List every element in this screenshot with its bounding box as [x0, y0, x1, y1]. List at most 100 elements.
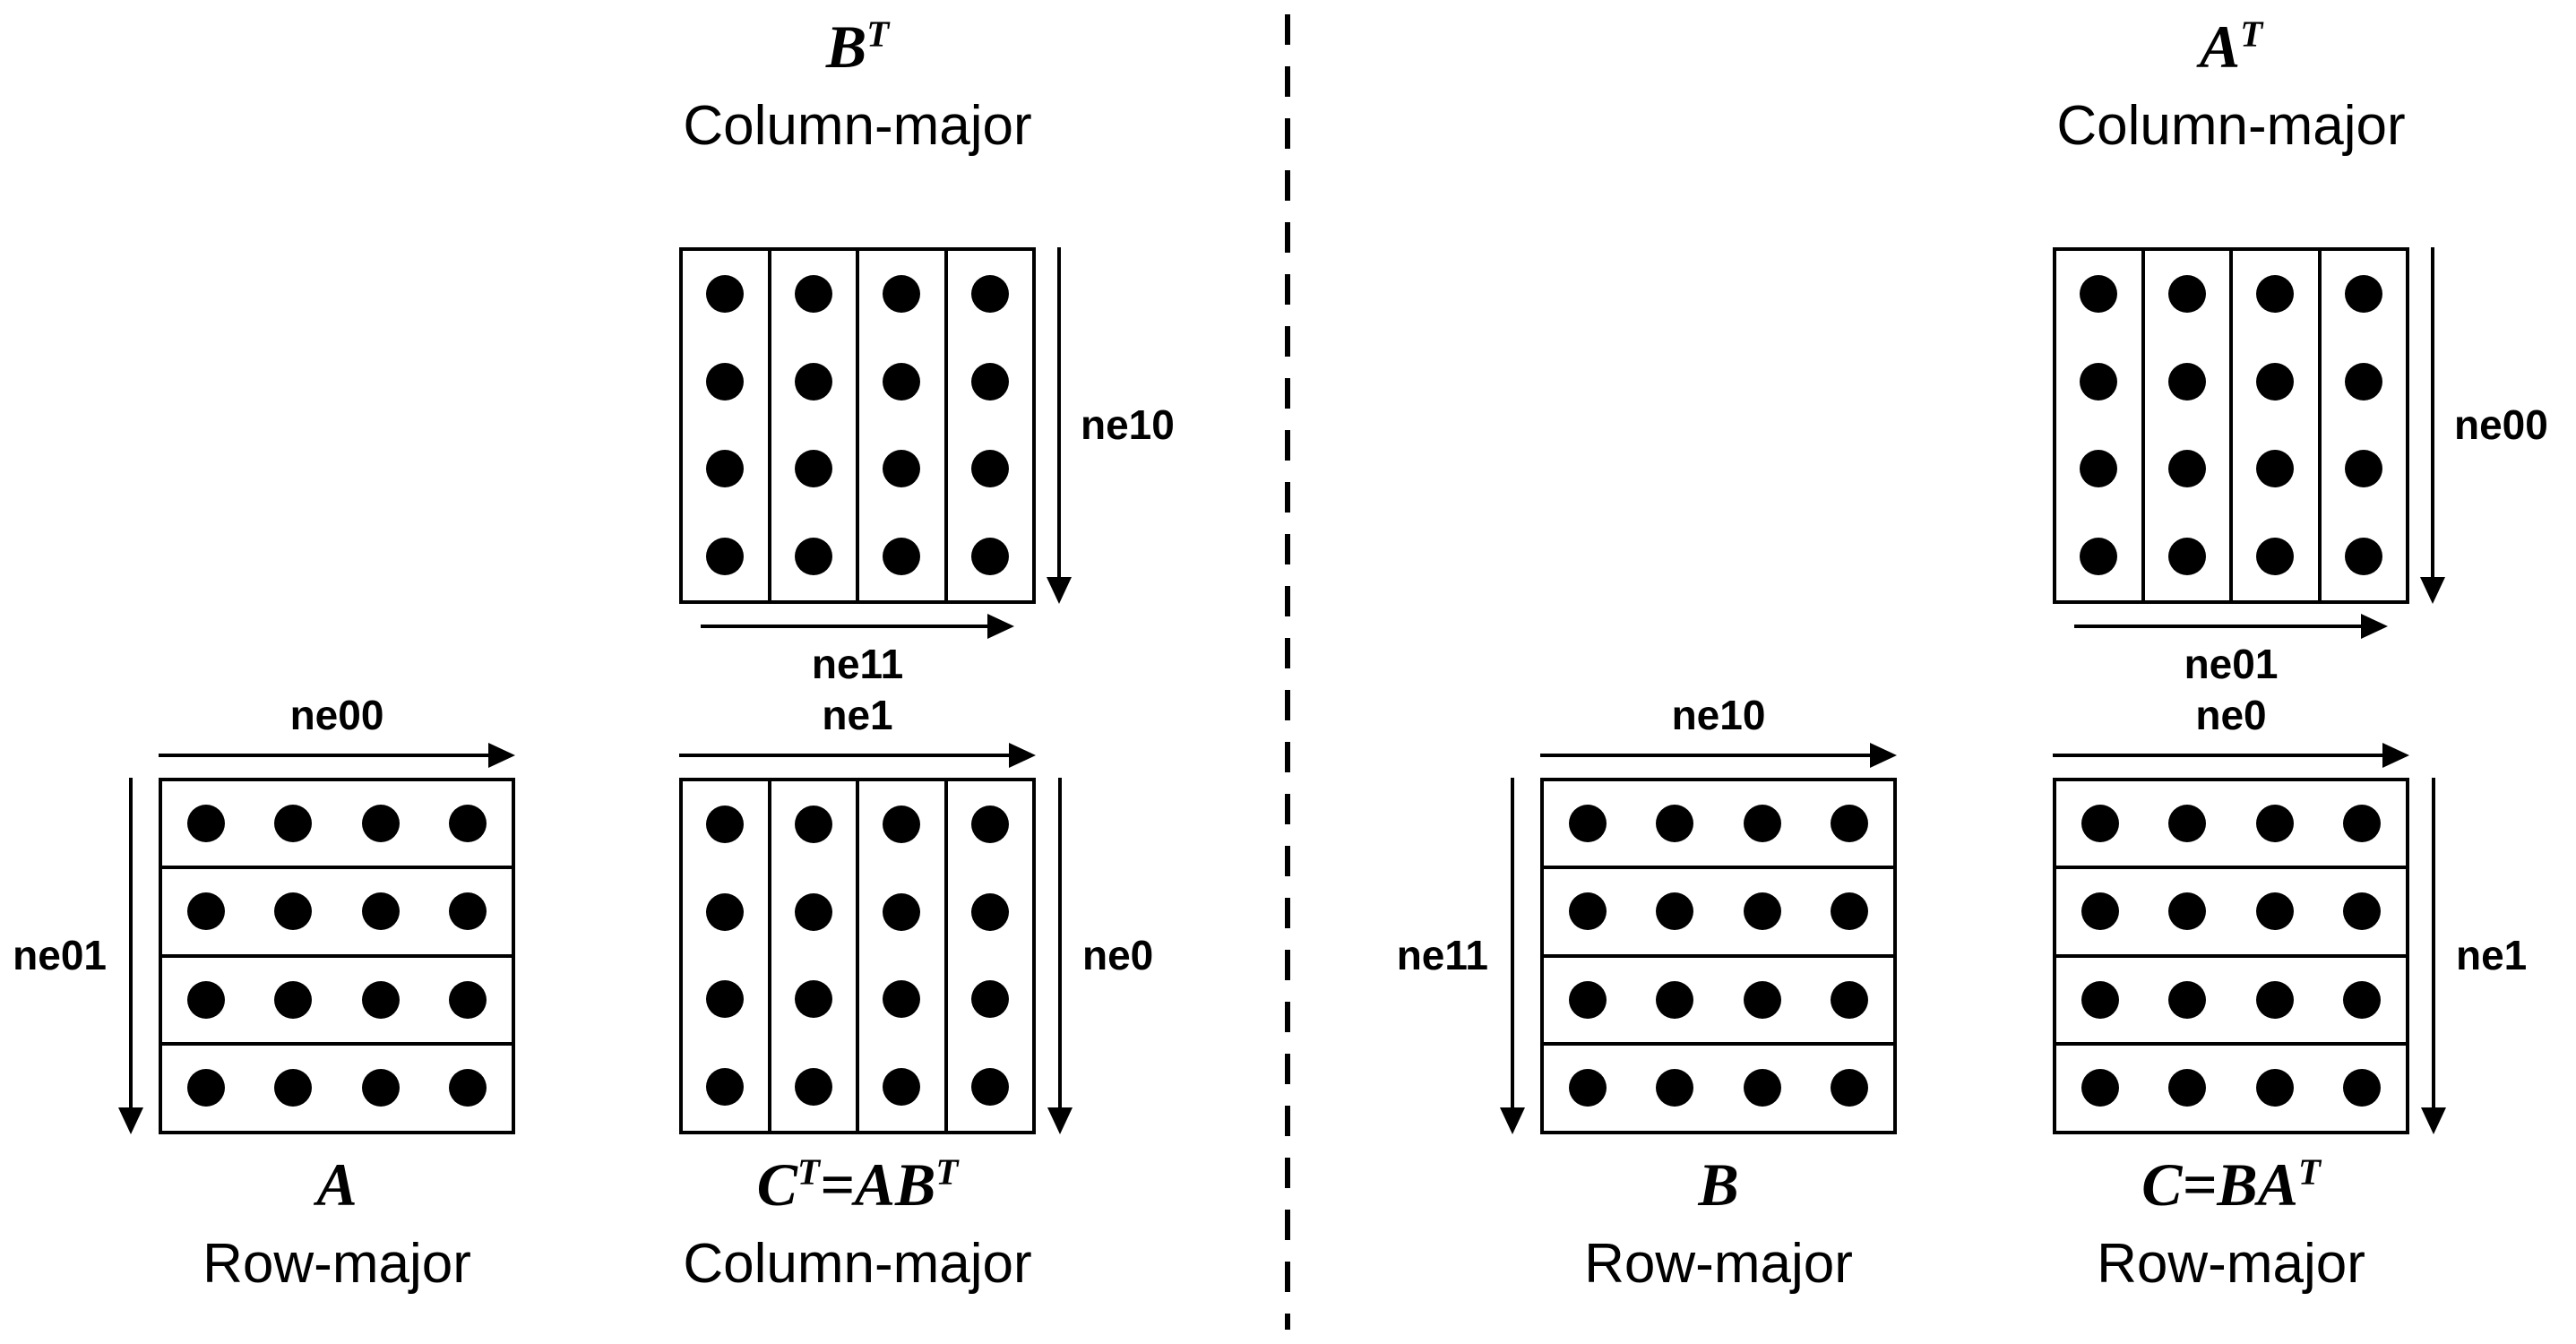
down-arrow-icon — [117, 777, 144, 1134]
element-dot — [2080, 537, 2118, 575]
storage-order-label: Column-major — [2056, 95, 2406, 158]
right-arrow-icon — [679, 742, 1036, 769]
storage-order-label: Column-major — [683, 95, 1032, 158]
element-dot — [449, 892, 487, 931]
element-dot — [794, 537, 832, 575]
element-dot — [1831, 1069, 1869, 1107]
memory-strip — [771, 250, 859, 600]
element-dot — [883, 980, 921, 1019]
matrix-name-label: A — [316, 1150, 358, 1219]
right-dimension: ne00 — [2409, 246, 2548, 604]
top-dimension: ne1 — [679, 693, 1036, 769]
element-dot — [1568, 1069, 1607, 1107]
element-dot — [449, 1069, 487, 1107]
matrix-grid — [159, 777, 515, 1134]
matrix-core: ne10 — [679, 246, 1175, 604]
memory-strip — [2056, 250, 2145, 600]
matrix-group-b-transpose: BT Column-major ne10 ne11 — [679, 13, 1175, 686]
right-dimension: ne1 — [2409, 777, 2544, 1134]
matrix-group-c: ne0 ne1 C=BAT Row-major — [2053, 693, 2544, 1295]
panel-divider-dashed-line — [1285, 14, 1290, 1330]
element-dot — [970, 806, 1009, 844]
element-dot — [970, 537, 1009, 575]
matrix-core: ne00 — [2053, 246, 2548, 604]
right-arrow-icon — [2053, 742, 2409, 769]
element-dot — [2344, 275, 2382, 314]
element-dot — [1743, 1069, 1781, 1107]
memory-strip — [1544, 958, 1893, 1047]
memory-strip — [1544, 869, 1893, 958]
dimension-label: ne10 — [1081, 401, 1175, 449]
right-arrow-icon — [159, 742, 515, 769]
top-dimension: ne00 — [159, 693, 515, 769]
element-dot — [706, 275, 745, 314]
matrix-caption: CT=ABT Column-major — [679, 1150, 1036, 1296]
element-dot — [1568, 892, 1607, 931]
element-dot — [706, 537, 745, 575]
matrix-caption: AT Column-major — [2053, 13, 2409, 158]
element-dot — [186, 892, 225, 931]
right-arrow-icon — [1540, 742, 1897, 769]
memory-strip — [2056, 1046, 2406, 1131]
memory-strip — [859, 780, 948, 1131]
element-dot — [449, 804, 487, 842]
element-dot — [274, 980, 313, 1019]
element-dot — [2255, 804, 2294, 842]
dimension-label: ne0 — [2195, 692, 2267, 738]
element-dot — [2344, 450, 2382, 488]
memory-strip — [948, 781, 1033, 1131]
matrix-name-label: C=BAT — [2141, 1150, 2321, 1219]
matrix-name-label: CT=ABT — [756, 1150, 959, 1219]
matrix-name-label: AT — [2199, 13, 2263, 81]
element-dot — [186, 980, 225, 1019]
memory-strip — [2233, 250, 2322, 600]
element-dot — [794, 1067, 832, 1106]
memory-strip — [1544, 781, 1893, 870]
element-dot — [2343, 980, 2382, 1019]
memory-strip — [683, 780, 771, 1131]
memory-strip — [1544, 1046, 1893, 1131]
memory-strip — [2056, 869, 2406, 958]
left-panel: BT Column-major ne10 ne11 ne00 ne01 — [12, 13, 1175, 1296]
element-dot — [2256, 537, 2295, 575]
top-dimension: ne0 — [2053, 693, 2409, 769]
memory-strip — [162, 869, 512, 958]
element-dot — [1656, 980, 1694, 1019]
memory-strip — [162, 1046, 512, 1131]
element-dot — [2167, 275, 2206, 314]
element-dot — [970, 892, 1009, 931]
matrix-group-b: ne10 ne11 B Row-major — [1393, 693, 1897, 1295]
element-dot — [2080, 450, 2118, 488]
element-dot — [274, 1069, 313, 1107]
matrix-core: ne01 — [12, 777, 515, 1134]
right-arrow-icon — [2073, 613, 2389, 640]
matrix-group-c-transpose: ne1 ne0 CT=ABT Column-major — [679, 693, 1170, 1295]
element-dot — [2168, 892, 2207, 931]
matrix-caption: BT Column-major — [679, 13, 1036, 158]
storage-order-label: Column-major — [683, 1232, 1032, 1295]
memory-strip — [2322, 251, 2407, 600]
right-dimension: ne0 — [1036, 777, 1170, 1134]
element-dot — [794, 806, 832, 844]
element-dot — [794, 980, 832, 1019]
element-dot — [274, 892, 313, 931]
down-arrow-icon — [2420, 777, 2447, 1134]
element-dot — [970, 980, 1009, 1019]
storage-order-label: Row-major — [1584, 1232, 1853, 1295]
element-dot — [2168, 804, 2207, 842]
storage-order-label: Row-major — [202, 1232, 471, 1295]
dimension-label: ne01 — [2184, 640, 2279, 687]
element-dot — [883, 275, 921, 314]
element-dot — [2080, 362, 2118, 401]
element-dot — [449, 980, 487, 1019]
matrix-core: ne11 — [1393, 777, 1897, 1134]
element-dot — [2344, 537, 2382, 575]
memory-strip — [2056, 958, 2406, 1047]
element-dot — [1743, 980, 1781, 1019]
down-arrow-icon — [1047, 777, 1073, 1134]
dimension-label: ne11 — [1396, 932, 1488, 979]
matrix-grid — [2053, 246, 2409, 604]
storage-order-label: Row-major — [2097, 1232, 2365, 1295]
matrix-caption: A Row-major — [159, 1150, 515, 1296]
element-dot — [970, 450, 1009, 488]
